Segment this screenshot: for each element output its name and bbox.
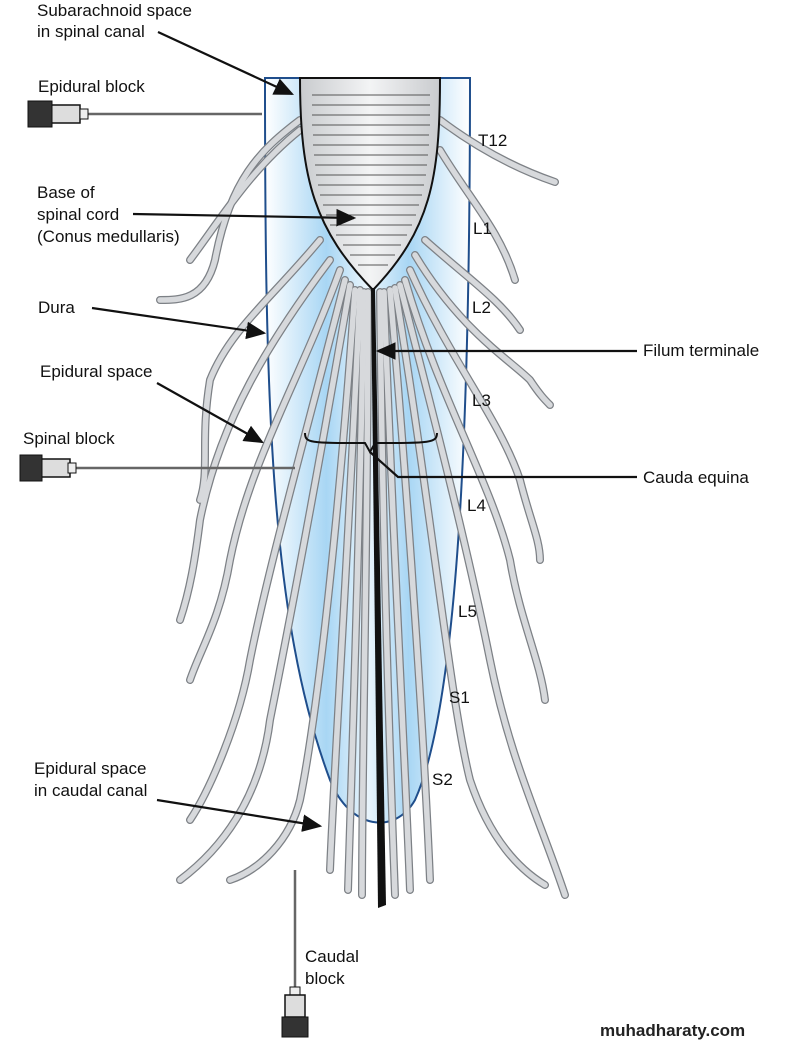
epidural-needle: [27, 100, 262, 128]
label-spinal-block: Spinal block: [23, 429, 115, 448]
label-dura: Dura: [38, 298, 75, 317]
label-caudal-space-1: Epidural space: [34, 759, 146, 778]
caudal-needle: [281, 870, 309, 1038]
watermark: muhadharaty.com: [600, 1021, 745, 1040]
label-caudal-block-2: block: [305, 969, 345, 988]
label-subarachnoid-2: in spinal canal: [37, 22, 145, 41]
label-cauda-equina: Cauda equina: [643, 468, 749, 487]
level-s1: S1: [449, 688, 470, 707]
label-base-1: Base of: [37, 183, 95, 202]
level-l1: L1: [473, 219, 492, 238]
level-l3: L3: [472, 391, 491, 410]
label-base-2: spinal cord: [37, 205, 119, 224]
leader-arrows: [91, 31, 637, 832]
spinal-needle: [19, 454, 295, 482]
label-caudal-space-2: in caudal canal: [34, 781, 147, 800]
nerve-roots: [156, 116, 569, 899]
label-epidural-block: Epidural block: [38, 77, 145, 96]
level-l2: L2: [472, 298, 491, 317]
label-filum-terminale: Filum terminale: [643, 341, 759, 360]
conus-striations: [312, 94, 430, 266]
label-epidural-space: Epidural space: [40, 362, 152, 381]
label-caudal-block-1: Caudal: [305, 947, 359, 966]
label-base-3: (Conus medullaris): [37, 227, 180, 246]
level-l4: L4: [467, 496, 486, 515]
label-subarachnoid-1: Subarachnoid space: [37, 1, 192, 20]
level-s2: S2: [432, 770, 453, 789]
level-l5: L5: [458, 602, 477, 621]
level-t12: T12: [478, 131, 507, 150]
